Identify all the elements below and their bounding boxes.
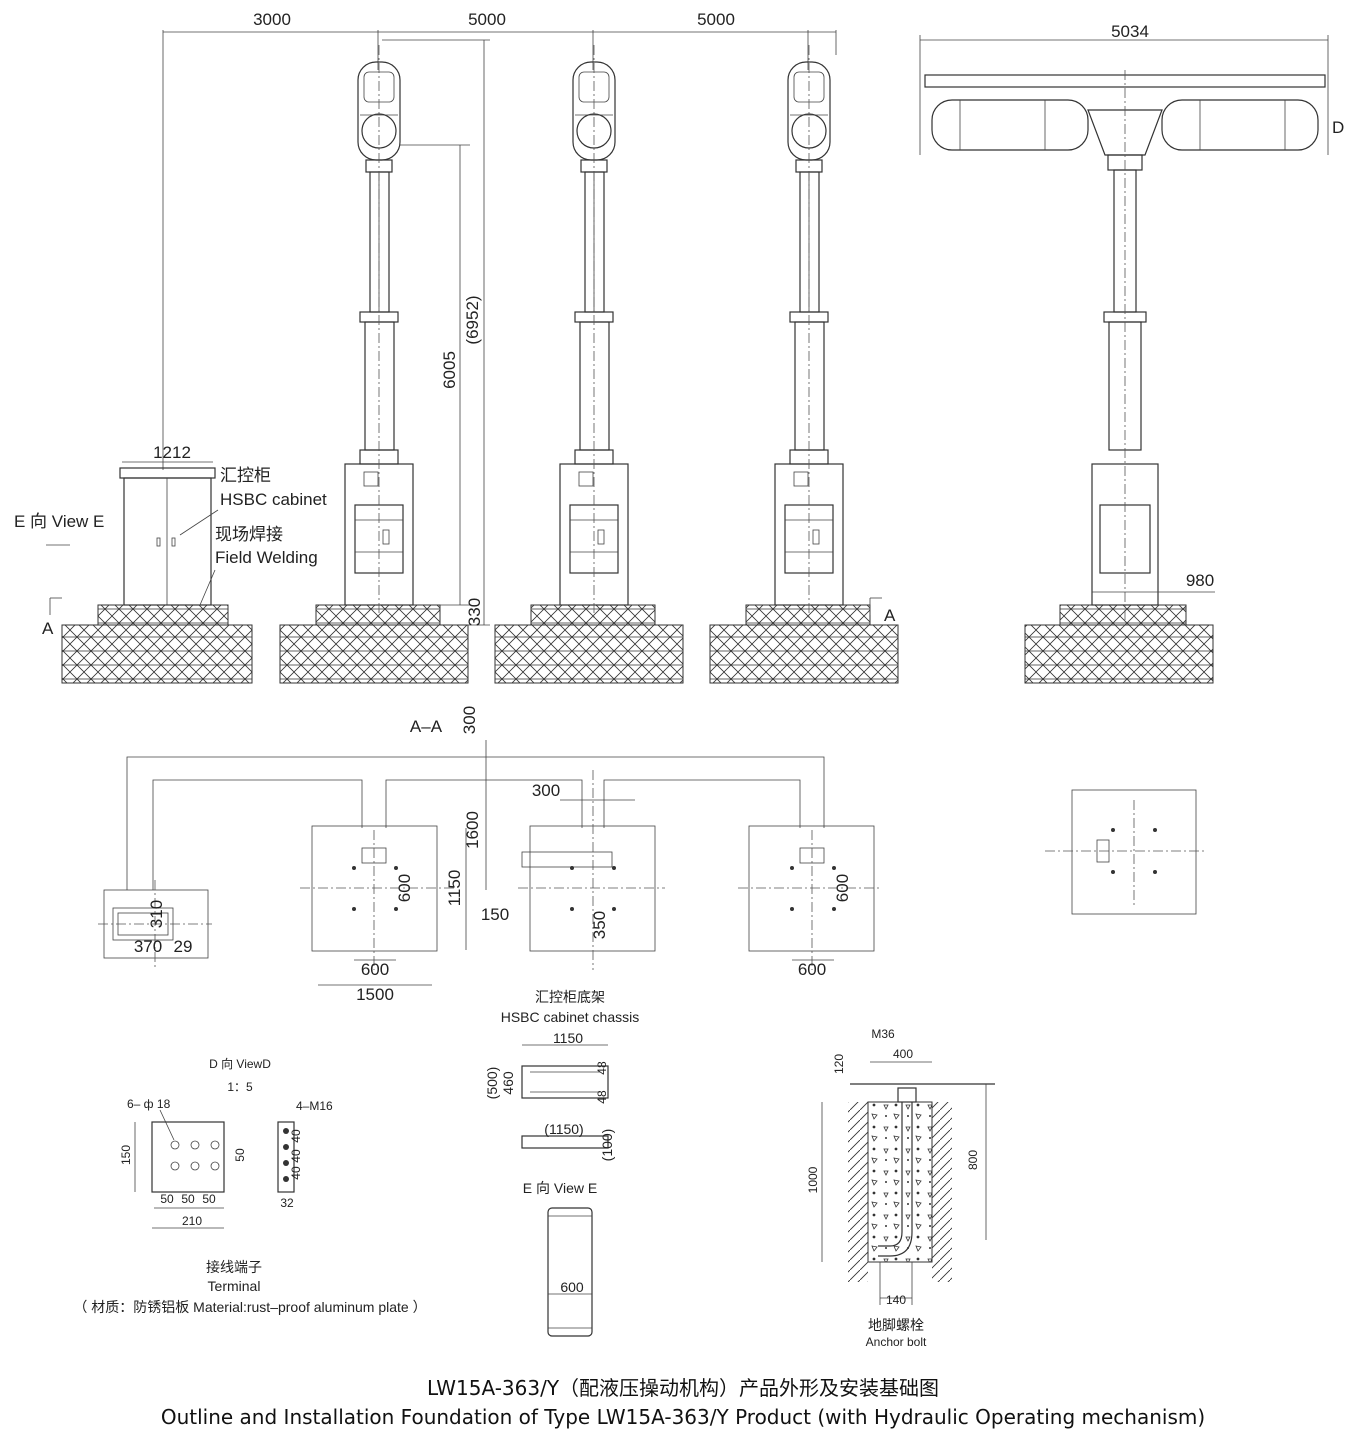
label-chassis-en: HSBC cabinet chassis	[501, 1009, 640, 1025]
dim-height-outer: (6952)	[463, 295, 482, 344]
section-mark-right: A	[884, 606, 896, 625]
terminal-dim-150: 150	[119, 1145, 133, 1165]
dim-sec-1600: 1600	[463, 811, 482, 849]
terminal-dim-50b: 50	[181, 1192, 195, 1206]
breaker-pole-2	[494, 61, 684, 684]
label-weld-cn: 现场焊接	[215, 525, 283, 544]
dim-ch-100: (100)	[599, 1129, 615, 1162]
cable-trench: 300 1600	[126, 706, 825, 890]
anchor-title-cn: 地脚螺栓	[868, 1317, 924, 1333]
dim-sec-300-mid: 300	[532, 781, 560, 800]
terminal-scale: 1：5	[227, 1080, 253, 1094]
hsbc-cabinet-elevation: 1212	[61, 443, 253, 684]
anchor-title-en: Anchor bolt	[866, 1335, 927, 1349]
dim-bay-3: 5000	[697, 10, 735, 29]
terminal-title-en: Terminal	[208, 1278, 261, 1294]
dim-sec-1500: 1500	[356, 985, 394, 1004]
dim-ch-1150: 1150	[553, 1030, 583, 1046]
label-hsbc-en: HSBC cabinet	[220, 490, 327, 509]
anchor-dim-800: 800	[966, 1150, 980, 1170]
label-view-e-top: E 向 View E	[14, 512, 104, 531]
cabinet-foundation-plan: 310 370 29	[98, 880, 212, 970]
dim-bay-1: 3000	[253, 10, 291, 29]
dim-sec-600-d: 600	[833, 874, 852, 902]
terminal-dim-210: 210	[182, 1214, 202, 1228]
dim-ch-460: 460	[500, 1071, 516, 1095]
anchor-dim-1000: 1000	[806, 1166, 820, 1193]
height-dimensions: 6005 (6952) 330	[382, 39, 490, 626]
label-view-d: D	[1332, 118, 1344, 137]
pole-foundation-plan-3: 600 600	[738, 825, 880, 979]
anchor-m36: M36	[871, 1027, 895, 1041]
dim-sec-29: 29	[174, 937, 193, 956]
label-chassis-cn: 汇控柜底架	[535, 989, 605, 1005]
pole-foundation-plan-1: 600 1500 600 1150	[300, 825, 467, 1004]
dim-sec-1150: 1150	[445, 870, 464, 907]
anchor-bolt-detail: M36 400 120 1000 800 140 地脚螺栓 Anchor bol…	[806, 1027, 995, 1349]
dim-sec-600-a: 600	[361, 960, 389, 979]
dim-ch-600: 600	[560, 1279, 584, 1295]
terminal-dim-32: 32	[280, 1196, 294, 1210]
anchor-dim-120: 120	[832, 1054, 846, 1074]
terminal-dim-50c: 50	[202, 1192, 216, 1206]
pole-foundation-plan-2: 300 150 350	[481, 770, 665, 970]
section-mark-left: A	[42, 619, 54, 638]
dim-cabinet-width: 1212	[153, 443, 191, 462]
chassis-detail: 1150 (500) 460 48 48 (1150) (100) E 向 Vi…	[484, 1030, 615, 1337]
dim-sec-310: 310	[147, 900, 166, 928]
dim-ch-1150b: (1150)	[544, 1121, 583, 1137]
terminal-dim-50a: 50	[160, 1192, 174, 1206]
dim-side-width: 5034	[1111, 22, 1149, 41]
label-view-e-detail: E 向 View E	[523, 1180, 597, 1196]
terminal-dim-50v: 50	[233, 1148, 247, 1162]
dim-side-base: 980	[1186, 571, 1214, 590]
terminal-dim-40a: 40	[289, 1129, 303, 1143]
terminal-holes: 6– ф 18	[127, 1097, 171, 1111]
side-view: 5034 980 D	[919, 22, 1344, 684]
terminal-dim-40c: 40	[289, 1166, 303, 1180]
label-hsbc-cn: 汇控柜	[220, 466, 271, 485]
terminal-detail: D 向 ViewD 1：5 6– ф 18 150 50 50 50 50 21…	[73, 1056, 426, 1315]
dim-bay-2: 5000	[468, 10, 506, 29]
section-aa-title: A–A	[410, 717, 443, 736]
terminal-material: （ 材质：防锈铝板 Material:rust–proof aluminum p…	[73, 1299, 426, 1315]
label-weld-en: Field Welding	[215, 548, 318, 567]
dim-sec-370: 370	[134, 937, 162, 956]
dim-sec-600-c: 600	[798, 960, 826, 979]
breaker-pole-3	[709, 61, 899, 684]
caption-line-1: LW15A-363/Y（配液压操动机构）产品外形及安装基础图	[426, 1376, 940, 1400]
terminal-dim-40b: 40	[289, 1149, 303, 1163]
dim-sec-150: 150	[481, 905, 509, 924]
anchor-dim-140: 140	[886, 1293, 906, 1307]
dim-ch-500: (500)	[484, 1067, 500, 1100]
dim-ch-48a: 48	[595, 1061, 609, 1075]
terminal-view-d: D 向 ViewD	[209, 1056, 271, 1071]
dim-sec-300-top: 300	[460, 706, 479, 734]
dim-ch-48b: 48	[595, 1090, 609, 1104]
dim-base-height: 330	[465, 598, 484, 626]
dim-sec-600-b: 600	[395, 874, 414, 902]
caption-line-2: Outline and Installation Foundation of T…	[160, 1405, 1206, 1429]
anchor-dim-400: 400	[893, 1047, 913, 1061]
terminal-title-cn: 接线端子	[206, 1259, 262, 1275]
bay-dimensions: 3000 5000 5000	[162, 10, 837, 470]
dim-height-inner: 6005	[440, 351, 459, 389]
side-foundation-plan	[1045, 789, 1205, 915]
terminal-bolts: 4–M16	[296, 1099, 333, 1113]
dim-sec-350: 350	[590, 911, 609, 939]
